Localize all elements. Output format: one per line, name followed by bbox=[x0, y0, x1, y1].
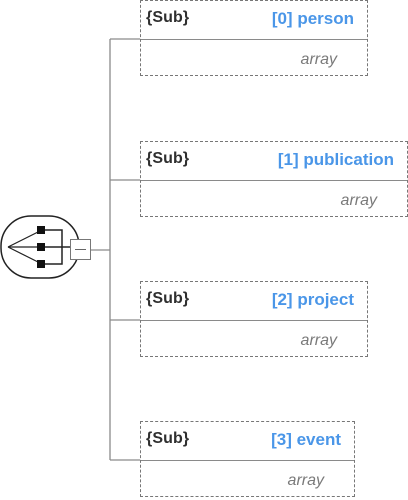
node-publication[interactable]: {Sub} [1] publication array bbox=[140, 141, 408, 217]
node-event[interactable]: {Sub} [3] event array bbox=[140, 421, 355, 497]
node-header: {Sub} [3] event bbox=[141, 422, 354, 461]
node-header: {Sub} [0] person bbox=[141, 1, 367, 40]
node-title: [3] event bbox=[271, 430, 341, 449]
node-title: [1] publication bbox=[277, 150, 394, 169]
node-type: array bbox=[340, 192, 377, 209]
node-tag: {Sub} bbox=[146, 9, 190, 26]
collapse-toggle-button[interactable] bbox=[70, 239, 91, 260]
node-title: [2] project bbox=[271, 290, 354, 309]
node-tag: {Sub} bbox=[146, 430, 190, 447]
node-tag: {Sub} bbox=[146, 150, 190, 167]
node-type: array bbox=[300, 332, 337, 349]
node-person[interactable]: {Sub} [0] person array bbox=[140, 0, 368, 76]
node-project[interactable]: {Sub} [2] project array bbox=[140, 281, 368, 357]
collapse-minus-icon bbox=[75, 249, 86, 250]
choice-compositor-icon[interactable] bbox=[0, 215, 80, 279]
node-tag: {Sub} bbox=[146, 290, 190, 307]
node-header: {Sub} [2] project bbox=[141, 282, 367, 321]
node-header: {Sub} [1] publication bbox=[141, 142, 407, 181]
node-title: [0] person bbox=[271, 9, 354, 28]
node-type: array bbox=[300, 51, 337, 68]
node-type: array bbox=[287, 472, 324, 489]
